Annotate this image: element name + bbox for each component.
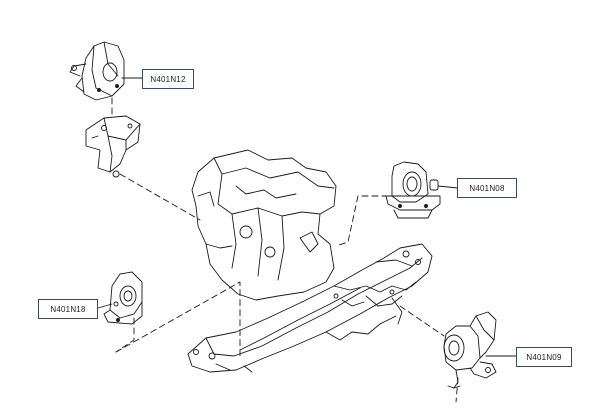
callout-n401n18: N401N18 xyxy=(38,299,98,319)
assembly-dashed-lines xyxy=(111,97,459,403)
callout-n401n12: N401N12 xyxy=(142,69,194,89)
mount-upper-left xyxy=(69,41,125,101)
engine-block xyxy=(191,149,337,301)
callout-n401n08: N401N08 xyxy=(457,178,517,198)
mount-lower-left xyxy=(103,271,143,325)
bracket-upper-left xyxy=(85,115,141,178)
callout-n401n09: N401N09 xyxy=(516,347,572,367)
mount-lower-right xyxy=(443,311,497,389)
mount-right xyxy=(385,161,441,219)
subframe-crossmember xyxy=(187,243,433,373)
callout-leaders xyxy=(97,77,517,357)
